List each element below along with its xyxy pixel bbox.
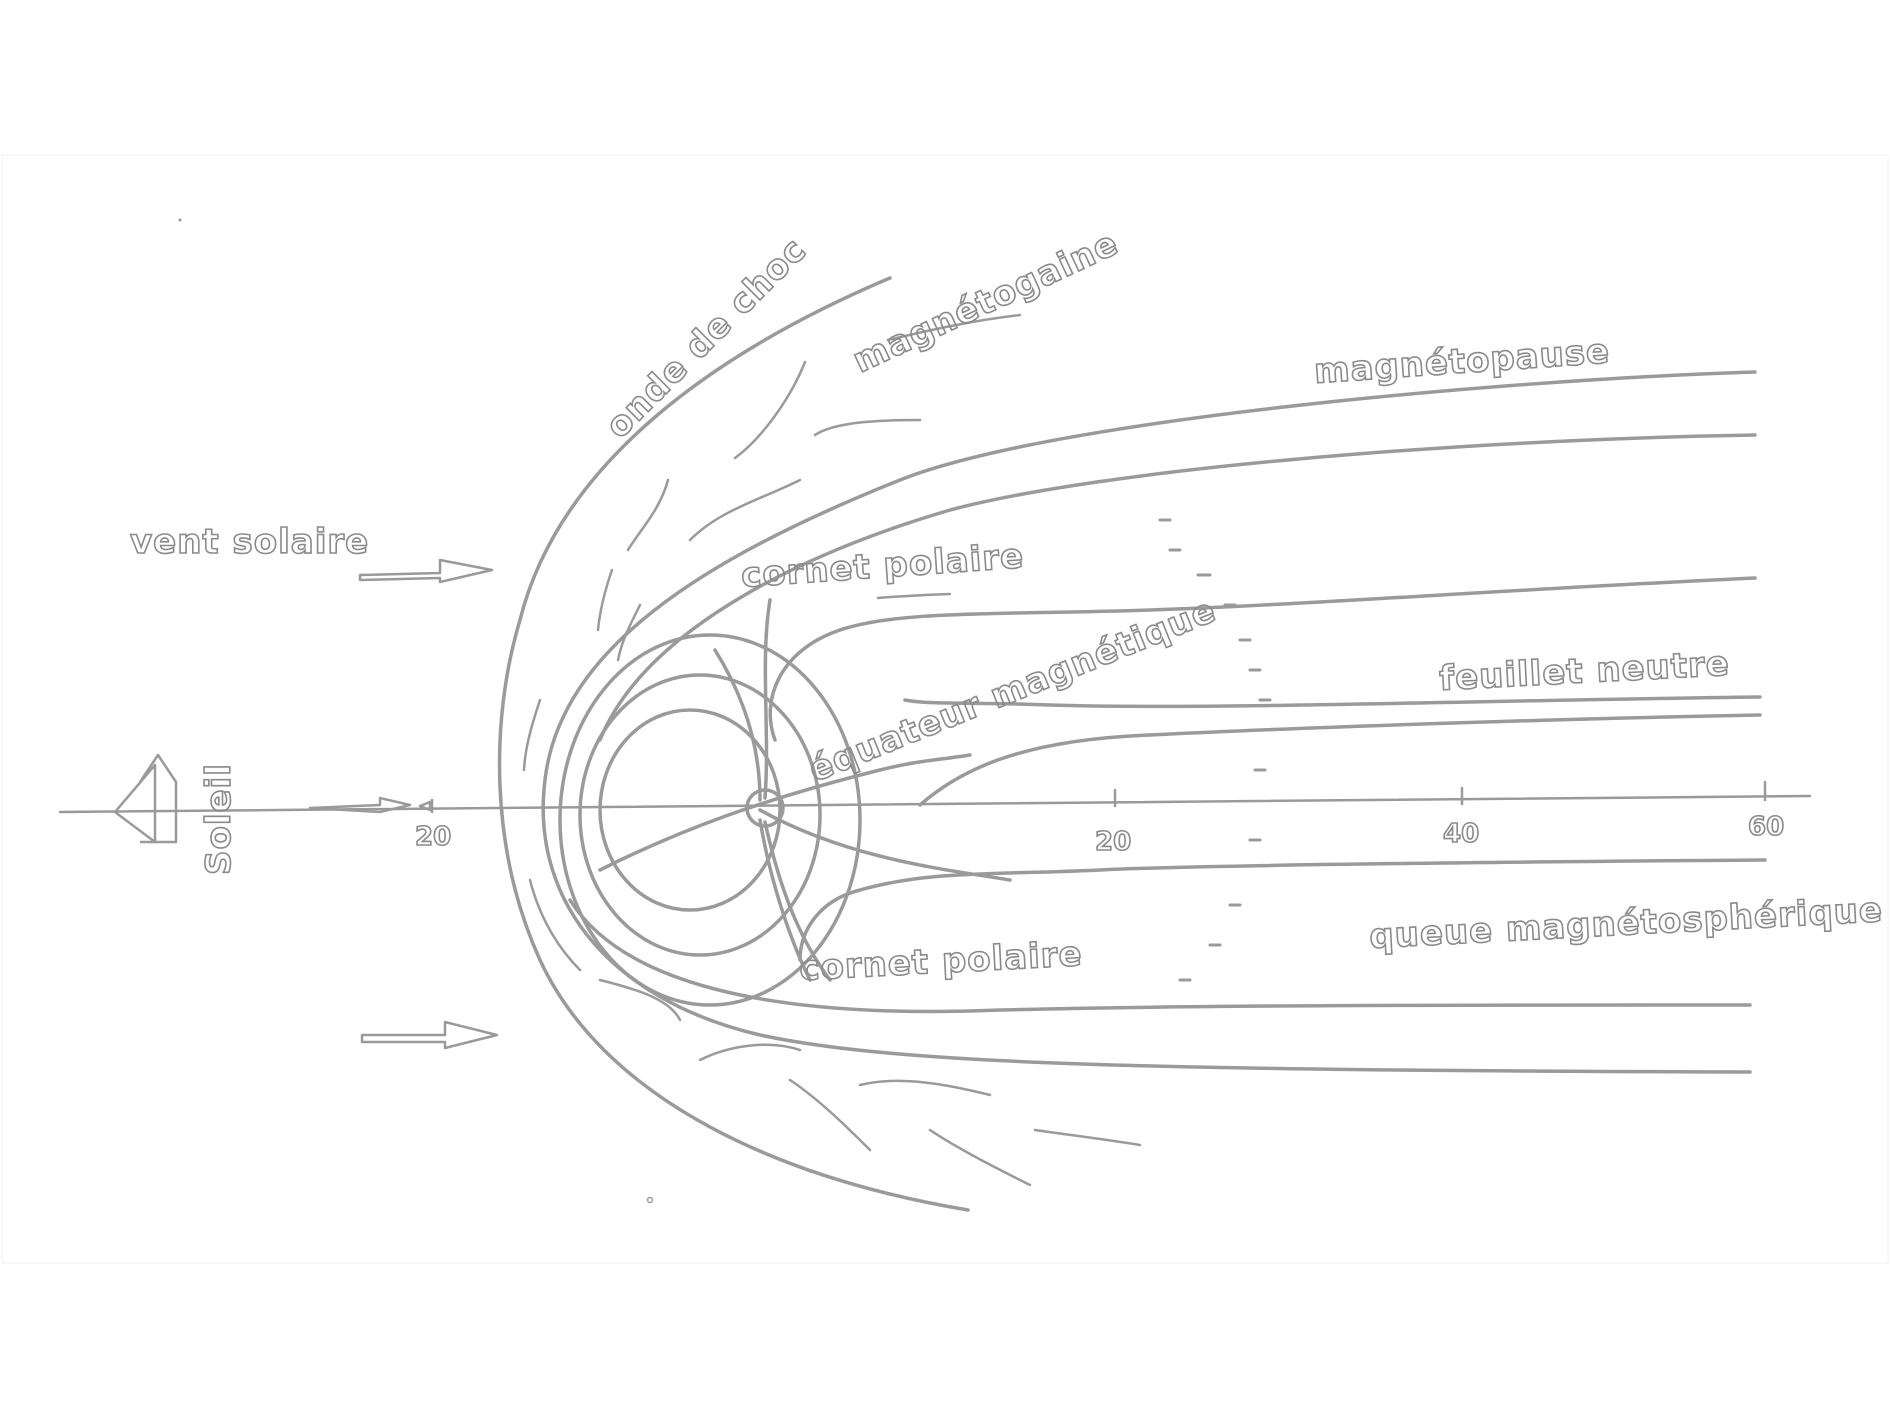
tail-field-line-3 (918, 713, 1762, 807)
sheath-flow-12 (858, 1079, 992, 1097)
field-line-outer-bottom (568, 898, 1752, 1014)
earth-icon (745, 788, 785, 828)
cusp-line-top-1 (713, 648, 762, 802)
tail-field-line-5 (758, 808, 1012, 882)
sun-arrow-head (113, 763, 157, 844)
sheath-flow-5 (688, 478, 802, 542)
axis-tick-label-20-sunward: 20 (415, 822, 451, 852)
shock-wave-label: onde de choc (598, 230, 814, 446)
magnetopause-boundary (541, 370, 1757, 1074)
neutral-sheet-label: feuillet neutre (1438, 644, 1730, 699)
sheath-flow-11 (788, 1078, 872, 1152)
frame (1, 154, 1889, 1264)
magnetosheath-underline (886, 313, 1022, 342)
tail-field-line-2 (903, 695, 1762, 709)
dipole-loop-middle (578, 673, 822, 957)
magnetic-equator-line (598, 753, 972, 872)
speck-2 (646, 1196, 654, 1204)
solar-wind-label: vent solaire (130, 522, 369, 562)
cusp-line-bottom-1 (758, 818, 812, 982)
sheath-flow-9 (598, 978, 682, 1022)
magnetotail-label: queue magnétosphérique (1368, 890, 1884, 957)
solar-wind-arrow-top (358, 558, 494, 584)
sun-label: Soleil (199, 763, 239, 875)
axis-arrow-2 (418, 800, 432, 812)
speck-1 (178, 218, 182, 222)
magnetosheath-label: magnétogaine (847, 223, 1125, 381)
axis-tick-label-60: 60 (1748, 812, 1784, 842)
sheath-flow-14 (1033, 1128, 1142, 1147)
axis-tick-label-40: 40 (1443, 819, 1479, 849)
cusp-line-bottom-2 (763, 820, 832, 982)
bow-shock (497, 276, 970, 1212)
magnetic-equator-label: équateur magnétique (803, 590, 1221, 790)
solar-wind-arrow-bottom (360, 1020, 499, 1050)
sheath-flow-3 (626, 478, 670, 552)
tail-field-line-1 (768, 576, 1757, 742)
axis-arrow-1 (308, 796, 412, 814)
sheath-flow-8 (528, 878, 582, 972)
polar-cusp-bottom-label: cornet polaire (798, 934, 1083, 989)
sheath-flow-1 (733, 360, 807, 460)
sun-symbol (138, 753, 178, 844)
neutral-sheet-dashes (1158, 518, 1272, 982)
cusp-line-top-2 (763, 598, 772, 800)
sheath-flow-4 (596, 568, 614, 632)
polar-cusp-top-label: cornet polaire (740, 536, 1026, 596)
sheath-flow-7 (522, 698, 542, 772)
axis-tick-label-20: 20 (1095, 827, 1131, 857)
polar-underline (876, 592, 952, 600)
sheath-flow-10 (698, 1043, 802, 1062)
tail-field-line-4 (798, 858, 1767, 962)
dipole-loop-outer (558, 633, 862, 1007)
dipole-loop-inner (598, 708, 782, 912)
sheath-flow-13 (928, 1128, 1032, 1187)
sheath-flow-2 (813, 418, 922, 437)
